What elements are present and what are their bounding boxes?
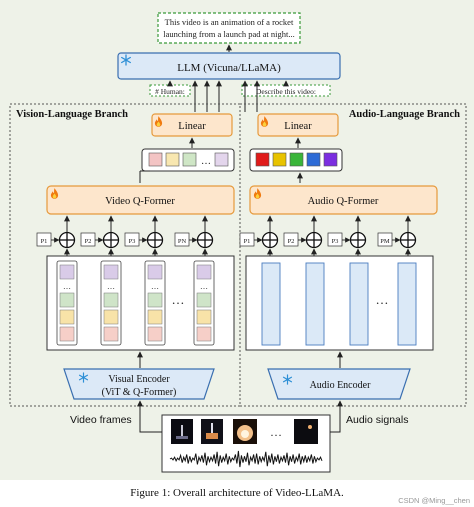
audio-qformer-label: Audio Q-Former (308, 196, 379, 207)
token-ellipsis: … (201, 156, 211, 167)
visual-encoder-label-2: (ViT & Q-Former) (102, 387, 177, 398)
position-embedding-label: P1 (244, 238, 251, 245)
position-embedding-label: P1 (41, 238, 48, 245)
token (324, 153, 337, 166)
svg-text:…: … (270, 425, 282, 439)
output-text-line-1: This video is an animation of a rocket (165, 17, 294, 27)
position-embedding-label: PM (380, 238, 390, 245)
audio-frames-ellipsis: … (376, 292, 389, 307)
video-frames-label: Video frames (70, 414, 132, 426)
audio-branch-title: Audio-Language Branch (349, 109, 460, 120)
token (166, 153, 179, 166)
position-embedding-label: P3 (129, 238, 136, 245)
vision-tokens: … (149, 153, 228, 167)
position-embedding-label: P2 (288, 238, 295, 245)
watermark: CSDN @Ming__chen (398, 496, 470, 505)
audio-tokens (256, 153, 337, 166)
visual-encoder-label-1: Visual Encoder (108, 374, 170, 385)
svg-text:…: … (151, 282, 159, 291)
audio-encoder-label: Audio Encoder (310, 380, 371, 391)
vision-frames-ellipsis: … (172, 292, 185, 307)
token (290, 153, 303, 166)
audio-frame-token (350, 263, 368, 345)
token (149, 153, 162, 166)
token (273, 153, 286, 166)
vision-branch-title: Vision-Language Branch (16, 109, 128, 120)
position-embedding-label: P3 (332, 238, 339, 245)
figure-caption: Figure 1: Overall architecture of Video-… (130, 487, 344, 499)
llm-label: LLM (Vicuna/LLaMA) (177, 62, 281, 74)
token (215, 153, 228, 166)
audio-frame-token (398, 263, 416, 345)
human-prompt: # Human: (155, 87, 185, 96)
svg-text:…: … (63, 282, 71, 291)
position-embedding-label: PN (178, 238, 187, 245)
output-text-line-2: launching from a launch pad at night... (163, 29, 294, 39)
svg-text:…: … (107, 282, 115, 291)
vision-linear-label: Linear (178, 121, 206, 132)
position-embedding-label: P2 (85, 238, 92, 245)
audio-frame-token (262, 263, 280, 345)
token (183, 153, 196, 166)
video-qformer-label: Video Q-Former (105, 196, 175, 207)
audio-frame-token (306, 263, 324, 345)
audio-linear-label: Linear (284, 121, 312, 132)
token (256, 153, 269, 166)
describe-prompt: Describe this video: (256, 87, 316, 96)
token (307, 153, 320, 166)
svg-text:…: … (200, 282, 208, 291)
audio-signals-label: Audio signals (346, 414, 408, 426)
